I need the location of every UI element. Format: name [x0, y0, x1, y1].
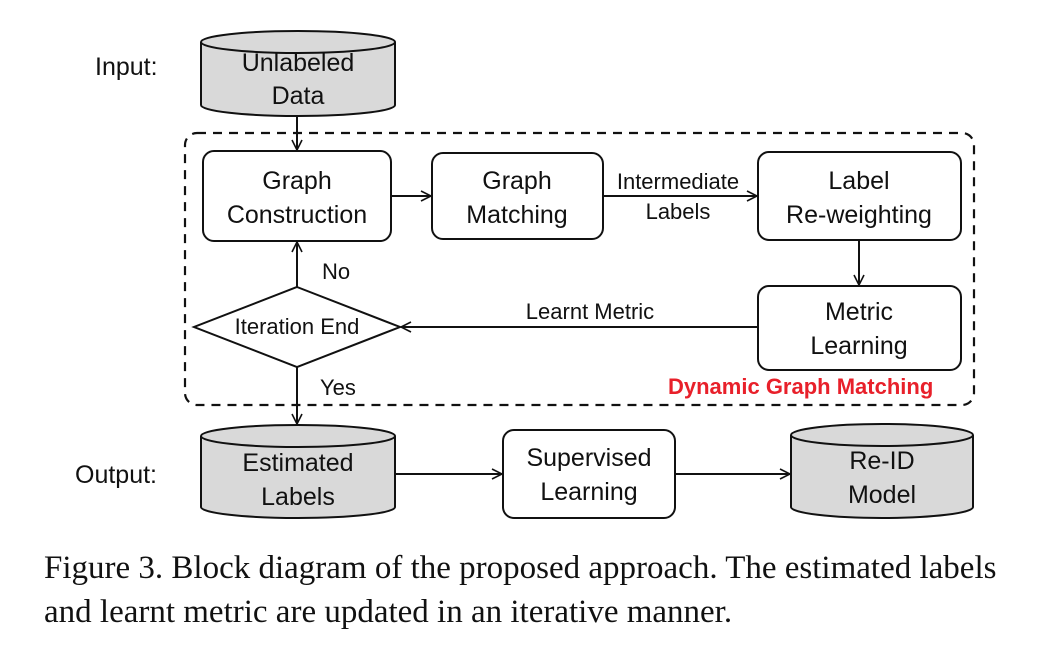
- figure-caption: Figure 3. Block diagram of the proposed …: [44, 550, 997, 630]
- intermediate-labels-line2: Labels: [646, 199, 711, 224]
- estimated-labels-line2: Labels: [261, 483, 335, 511]
- graph-matching-line1: Graph: [482, 167, 551, 195]
- iteration-end-diamond: Iteration End: [191, 285, 403, 369]
- label-reweighting-line1: Label: [828, 167, 889, 195]
- graph-matching-line2: Matching: [466, 201, 567, 229]
- supervised-learning-line1: Supervised: [526, 444, 651, 472]
- graph-construction-box: Graph Construction: [202, 150, 392, 242]
- learnt-metric-label: Learnt Metric: [526, 299, 654, 324]
- label-reweighting-line2: Re-weighting: [786, 201, 932, 229]
- input-label: Input:: [95, 53, 158, 81]
- supervised-learning-line2: Learning: [540, 478, 637, 506]
- iteration-end-label: Iteration End: [235, 314, 360, 339]
- label-reweighting-box: Label Re-weighting: [757, 151, 962, 241]
- supervised-learning-box: Supervised Learning: [502, 429, 676, 519]
- reid-model-line2: Model: [848, 481, 916, 509]
- reid-model-cylinder: Re-ID Model: [790, 423, 974, 519]
- reid-model-line1: Re-ID: [849, 447, 914, 475]
- diagram-canvas: Input: Output: Dynamic Graph Matching Un…: [75, 30, 976, 519]
- metric-learning-line1: Metric: [825, 298, 893, 326]
- block-diagram: Input: Output: Dynamic Graph Matching Un…: [75, 30, 976, 519]
- graph-construction-line1: Graph: [262, 167, 331, 195]
- graph-matching-box: Graph Matching: [431, 152, 604, 240]
- dynamic-graph-matching-title: Dynamic Graph Matching: [668, 374, 933, 399]
- output-label: Output:: [75, 461, 157, 489]
- metric-learning-box: Metric Learning: [757, 285, 962, 371]
- dynamic-graph-matching-frame: [183, 131, 976, 407]
- no-label: No: [322, 259, 350, 284]
- graph-construction-line2: Construction: [227, 201, 367, 229]
- unlabeled-data-line1: Unlabeled: [242, 49, 355, 77]
- intermediate-labels-line1: Intermediate: [617, 169, 739, 194]
- unlabeled-data-cylinder: Unlabeled Data: [200, 30, 396, 117]
- estimated-labels-line1: Estimated: [242, 449, 353, 477]
- yes-label: Yes: [320, 375, 356, 400]
- metric-learning-line2: Learning: [810, 332, 907, 360]
- estimated-labels-cylinder: Estimated Labels: [200, 424, 396, 519]
- unlabeled-data-line2: Data: [272, 82, 325, 110]
